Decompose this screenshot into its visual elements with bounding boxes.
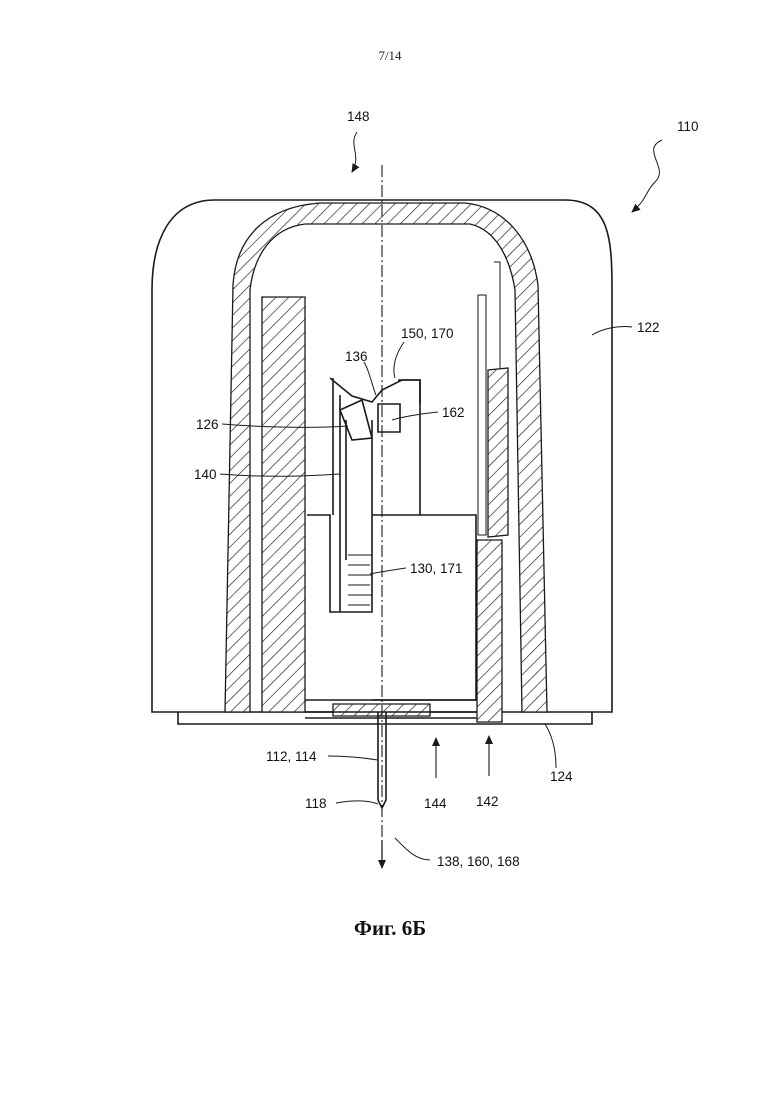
spring-element	[348, 555, 372, 605]
label-142: 142	[476, 794, 499, 809]
lever-inner	[340, 400, 372, 440]
right-thin-wall-2	[494, 262, 500, 368]
label-148: 148	[347, 109, 370, 124]
label-144: 144	[424, 796, 447, 811]
label-122: 122	[637, 320, 660, 335]
leader-162	[392, 412, 438, 420]
leader-112-114	[328, 756, 378, 760]
label-118: 118	[305, 796, 327, 811]
label-136: 136	[345, 349, 368, 364]
label-150-170: 150, 170	[401, 326, 454, 341]
label-112-114: 112, 114	[266, 749, 317, 764]
figure-caption: Фиг. 6Б	[0, 916, 780, 941]
right-upper-slab	[488, 368, 508, 537]
leader-150-170	[394, 342, 404, 378]
leader-118	[336, 801, 378, 804]
right-inner-slab	[477, 540, 502, 722]
label-140: 140	[194, 467, 217, 482]
carrier-block	[372, 515, 476, 700]
latch-162	[378, 404, 400, 432]
leader-130-171	[370, 568, 406, 574]
label-124: 124	[550, 769, 573, 784]
arrow-110	[632, 140, 662, 212]
arrow-148	[352, 132, 357, 172]
leader-136	[364, 362, 376, 395]
slider-body	[333, 378, 346, 612]
lever-136	[330, 378, 420, 515]
label-162: 162	[442, 405, 465, 420]
top-block	[398, 380, 420, 404]
label-138-160-168: 138, 160, 168	[437, 854, 520, 869]
label-130-171: 130, 171	[410, 561, 463, 576]
leader-124	[545, 724, 556, 768]
label-110: 110	[677, 119, 699, 134]
right-thin-wall	[478, 295, 486, 535]
leader-138-160-168	[395, 838, 430, 860]
left-inner-slab	[262, 297, 305, 712]
label-126: 126	[196, 417, 219, 432]
